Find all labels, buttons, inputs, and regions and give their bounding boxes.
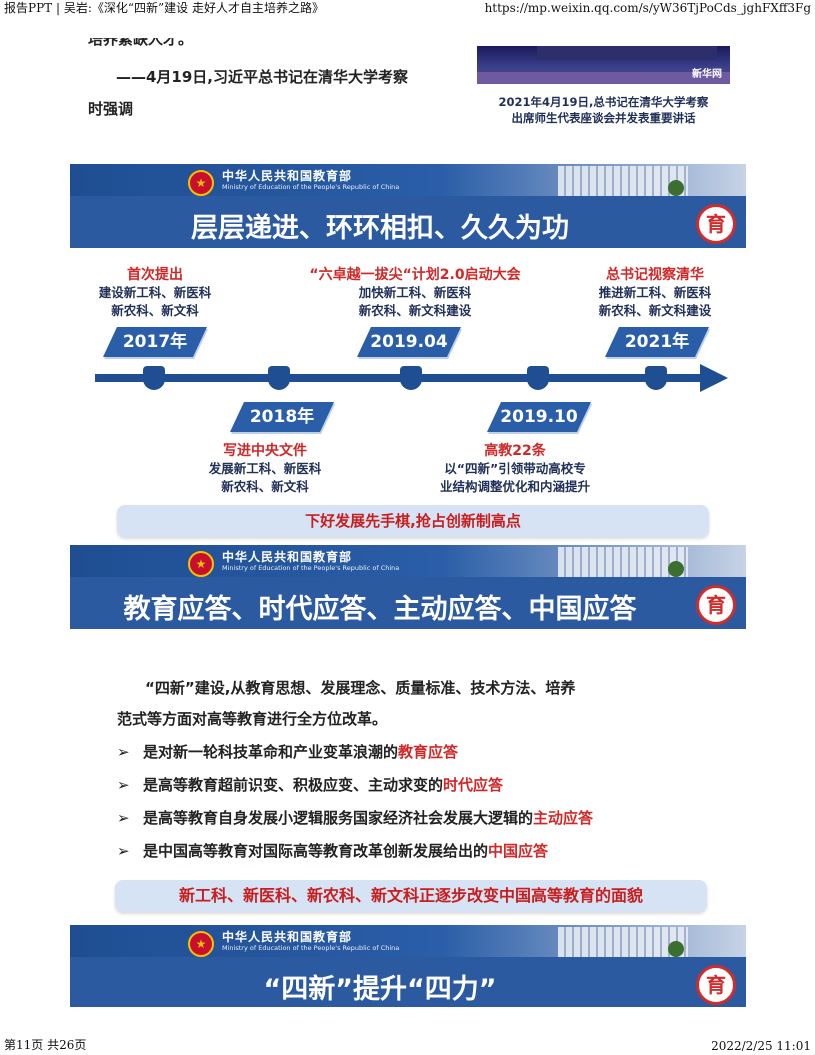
bullet-item: ➢是高等教育超前识变、积极应变、主动求变的时代应答 (117, 776, 504, 794)
timeline-node (400, 366, 422, 390)
education-logo-icon (696, 585, 736, 625)
timeline-heading: 总书记视察清华 (606, 267, 704, 283)
timeline-item-2018: 写进中央文件 发展新工科、新医科 新农科、新文科 (185, 440, 345, 496)
education-logo-icon (696, 204, 736, 244)
timeline-text: 发展新工科、新医科 (208, 461, 322, 476)
photo-caption-line1: 2021年4月19日,总书记在清华大学考察 (498, 95, 709, 109)
arrow-bullet-icon: ➢ (117, 776, 130, 794)
timeline-text: 新农科、新文科建设 (598, 303, 712, 318)
timeline-node (527, 366, 549, 390)
building-image (558, 547, 688, 577)
education-logo-icon (696, 965, 736, 1005)
timeline-node (143, 366, 165, 390)
timeline-heading: 写进中央文件 (223, 443, 307, 459)
quote-attribution-line1: ——4月19日,习近平总书记在清华大学考察 (116, 68, 409, 86)
page-number: 第11页 共26页 (4, 1038, 87, 1052)
summary-banner: 下好发展先手棋,抢占创新制高点 (117, 505, 709, 537)
timeline-text: 新农科、新文科 (221, 479, 309, 494)
banner-title: “四新”提升“四力” (263, 974, 497, 1005)
photo-caption-line2: 出席师生代表座谈会并发表重要讲话 (511, 111, 696, 125)
timeline-heading: 首次提出 (127, 267, 183, 283)
highlight-text: 时代应答 (443, 776, 504, 794)
timeline-item-2019-04: “六卓越一拔尖“计划2.0启动大会 加快新工科、新医科 新农科、新文科建设 (280, 264, 550, 320)
quote-attribution-line2: 时强调 (88, 100, 134, 118)
banner-title: 层层递进、环环相扣、久久为功 (191, 213, 569, 244)
arrow-right-icon (700, 364, 728, 392)
section-banner-1: 中华人民共和国教育部 Ministry of Education of the … (70, 164, 746, 248)
section-banner-2: 中华人民共和国教育部 Ministry of Education of the … (70, 545, 746, 629)
ministry-name: 中华人民共和国教育部 (222, 930, 353, 944)
timeline-heading: “六卓越一拔尖“计划2.0启动大会 (309, 267, 521, 283)
timeline-text: 推进新工科、新医科 (598, 285, 712, 300)
cut-off-text: 培养紧缺人才。 (88, 38, 194, 48)
year-label: 2017年 (103, 327, 207, 357)
ministry-name-en: Ministry of Education of the People's Re… (222, 564, 400, 572)
arrow-bullet-icon: ➢ (117, 743, 130, 761)
year-label: 2019.10 (487, 402, 591, 432)
timeline-item-2019-10: 高教22条 以“四新”引领带动高校专 业结构调整优化和内涵提升 (415, 440, 615, 496)
highlight-text: 中国应答 (488, 842, 549, 860)
body-paragraph-line1: “四新”建设,从教育思想、发展理念、质量标准、技术方法、培养 (145, 679, 576, 697)
photo-caption: 2021年4月19日,总书记在清华大学考察 出席师生代表座谈会并发表重要讲话 (477, 94, 730, 126)
highlight-text: 主动应答 (533, 809, 594, 827)
print-header-url[interactable]: https://mp.weixin.qq.com/s/yW36TjPoCds_j… (484, 1, 811, 15)
national-emblem-icon (188, 551, 214, 577)
timeline-item-2021: 总书记视察清华 推进新工科、新医科 新农科、新文科建设 (580, 264, 730, 320)
timeline-node (645, 366, 667, 390)
year-label: 2021年 (605, 327, 709, 357)
building-image (558, 166, 688, 196)
year-label: 2019.04 (357, 327, 461, 357)
timeline-heading: 高教22条 (484, 443, 546, 459)
timeline-text: 加快新工科、新医科 (358, 285, 472, 300)
arrow-bullet-icon: ➢ (117, 842, 130, 860)
print-datetime: 2022/2/25 11:01 (711, 1039, 811, 1053)
highlight-text: 教育应答 (398, 743, 459, 761)
arrow-bullet-icon: ➢ (117, 809, 130, 827)
body-paragraph-line2: 范式等方面对高等教育进行全方位改革。 (117, 710, 388, 728)
bullet-item: ➢是高等教育自身发展小逻辑服务国家经济社会发展大逻辑的主动应答 (117, 809, 594, 827)
bullet-item: ➢是对新一轮科技革命和产业变革浪潮的教育应答 (117, 743, 459, 761)
national-emblem-icon (188, 931, 214, 957)
timeline-text: 以“四新”引领带动高校专 (444, 461, 586, 476)
section-banner-3: 中华人民共和国教育部 Ministry of Education of the … (70, 925, 746, 1007)
print-header-title: 报告PPT | 吴岩:《深化“四新”建设 走好人才自主培养之路》 (4, 1, 324, 15)
ministry-name-en: Ministry of Education of the People's Re… (222, 944, 400, 952)
timeline-node (268, 366, 290, 390)
banner-title: 教育应答、时代应答、主动应答、中国应答 (123, 594, 637, 625)
timeline-axis (95, 374, 703, 382)
ministry-name: 中华人民共和国教育部 (222, 169, 353, 183)
national-emblem-icon (188, 170, 214, 196)
ministry-name-en: Ministry of Education of the People's Re… (222, 183, 400, 191)
timeline-text: 建设新工科、新医科 (98, 285, 212, 300)
meeting-photo: 新华网 (477, 46, 730, 84)
photo-watermark: 新华网 (692, 69, 722, 80)
timeline-item-2017: 首次提出 建设新工科、新医科 新农科、新文科 (80, 264, 230, 320)
building-image (558, 927, 688, 957)
timeline-text: 新农科、新文科建设 (358, 303, 472, 318)
conclusion-banner: 新工科、新医科、新农科、新文科正逐步改变中国高等教育的面貌 (115, 880, 707, 912)
year-label: 2018年 (230, 402, 334, 432)
bullet-item: ➢是中国高等教育对国际高等教育改革创新发展给出的中国应答 (117, 842, 549, 860)
print-header: 报告PPT | 吴岩:《深化“四新”建设 走好人才自主培养之路》 https:/… (0, 0, 815, 16)
timeline-text: 新农科、新文科 (111, 303, 199, 318)
ministry-name: 中华人民共和国教育部 (222, 550, 353, 564)
timeline-text: 业结构调整优化和内涵提升 (439, 479, 590, 494)
